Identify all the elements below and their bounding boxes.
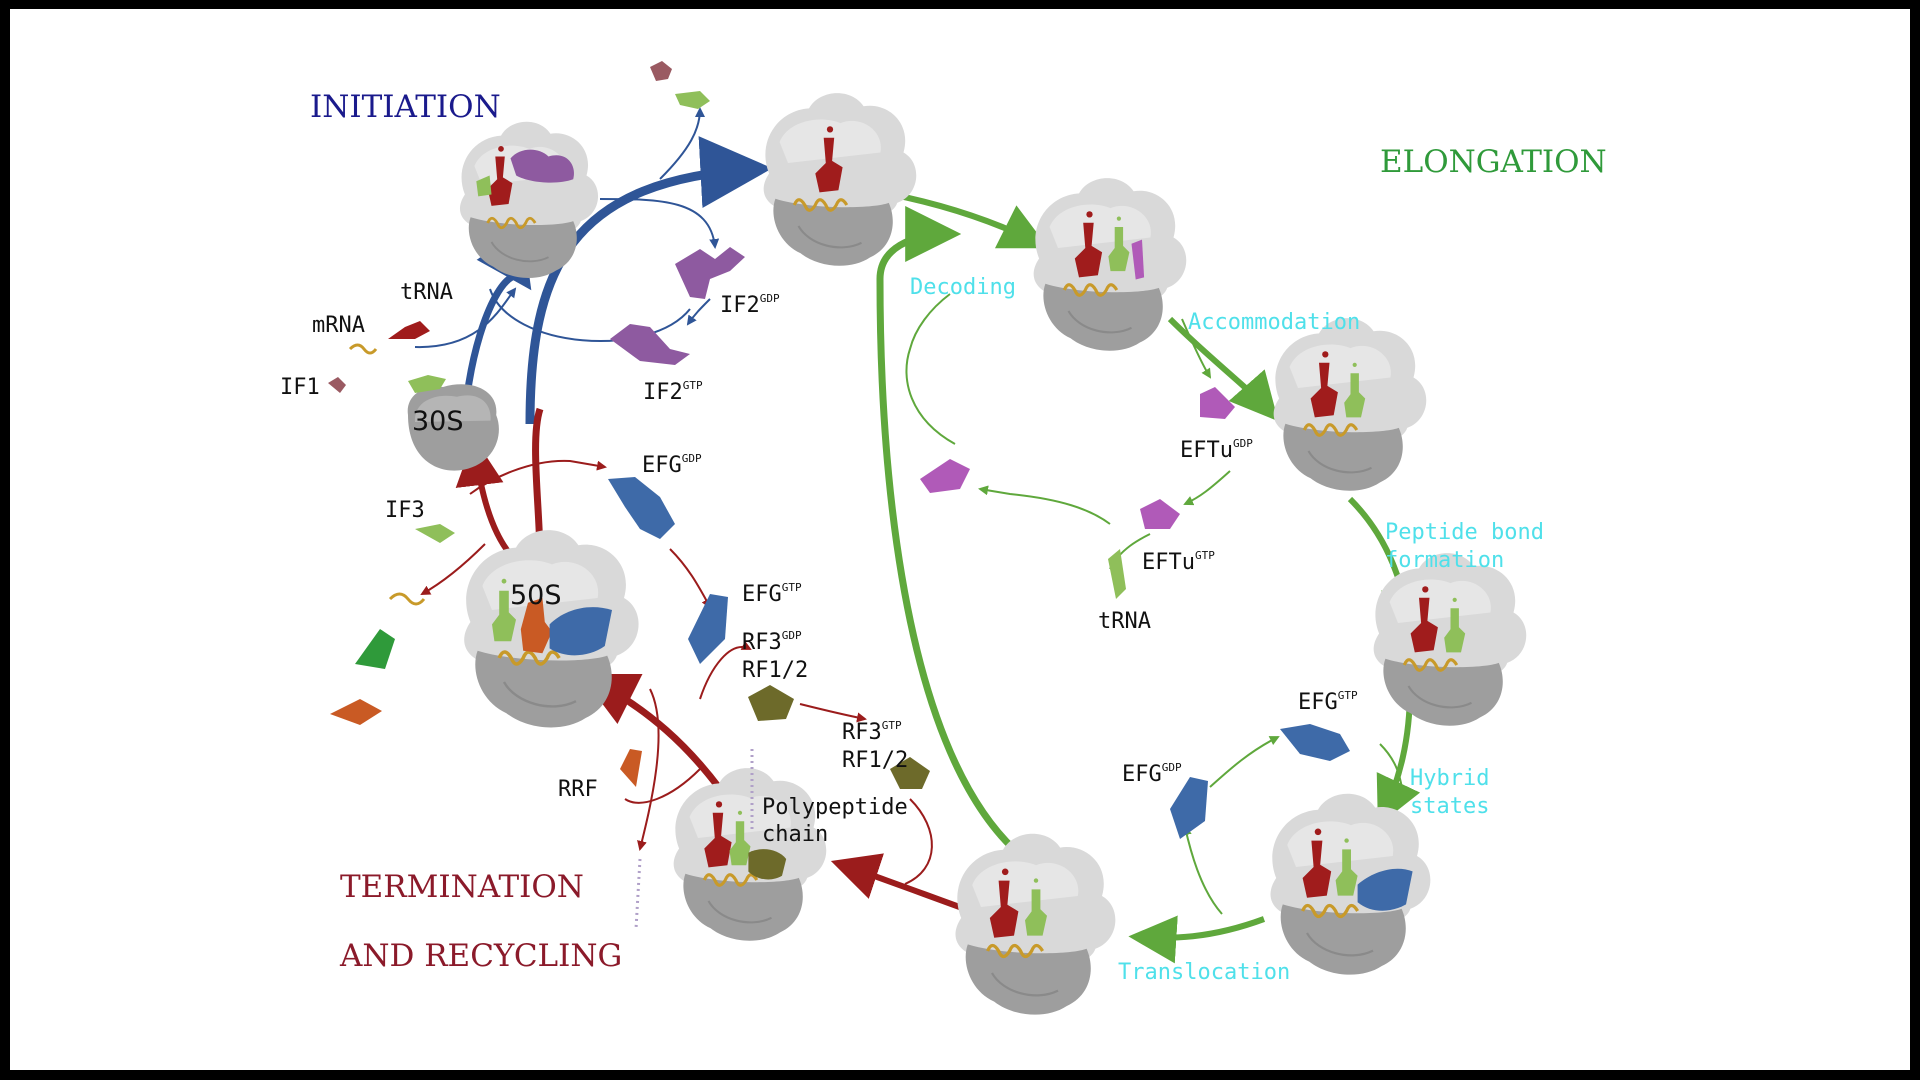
efg-gtp-left-icon: [688, 594, 728, 664]
label-if3: IF3: [385, 498, 425, 523]
ribosome-translocated: [953, 832, 1118, 1017]
step-peptide-bond-1: Peptide bond: [1385, 520, 1544, 545]
label-trna-elongation: tRNA: [1098, 609, 1151, 634]
if3-free-icon: [415, 524, 455, 543]
ribosome-accommodated: [1272, 316, 1428, 493]
rrf-icon: [620, 749, 642, 787]
if2-gtp-icon: [610, 324, 690, 365]
efg-gdp-right-icon: [1170, 777, 1208, 839]
translation-cycle-diagram: INITIATION ELONGATION TERMINATION AND RE…: [280, 61, 1607, 1017]
step-translocation: Translocation: [1118, 960, 1290, 985]
label-efg-gdp-right: EFGGDP: [1122, 761, 1182, 787]
stage-recycling-title: AND RECYCLING: [339, 938, 622, 974]
if2-gdp-icon: [675, 247, 745, 299]
rf3-gtp-icon: [890, 757, 930, 789]
subunit-50s-label: 50S: [510, 580, 562, 611]
diagram-canvas: INITIATION ELONGATION TERMINATION AND RE…: [10, 9, 1910, 1070]
label-polypeptide-1: Polypeptide: [762, 795, 908, 820]
factor-shapes: [328, 61, 1350, 930]
ribosome-decoding: [1032, 176, 1188, 353]
label-polypeptide-2: chain: [762, 822, 828, 847]
mrna-released-icon: [388, 592, 426, 606]
label-mrna: mRNA: [312, 313, 365, 338]
eftu-gtp-icon: [1140, 499, 1180, 529]
stage-elongation-title: ELONGATION: [1380, 144, 1607, 180]
label-if2-gtp: IF2GTP: [643, 379, 703, 405]
mrna-free-icon: [348, 343, 378, 355]
released-if1-icon: [650, 61, 672, 81]
label-rf3-gtp: RF3GTP: [842, 719, 902, 745]
ribosome-termination: [672, 766, 828, 943]
ribosome-peptide-bond: [1372, 551, 1528, 728]
ribosome-initiation-complex: [458, 120, 600, 280]
step-peptide-bond-2: formation: [1385, 548, 1504, 573]
ribosome-30s: [407, 384, 499, 471]
label-rf12-bottom: RF1/2: [842, 748, 908, 773]
label-if2-gdp: IF2GDP: [720, 292, 780, 318]
label-rf12-top: RF1/2: [742, 658, 808, 683]
polypeptide-dots-2: [634, 858, 642, 930]
label-efg-gtp-right: EFGGTP: [1298, 689, 1358, 715]
label-efg-gdp-left: EFGGDP: [642, 452, 702, 478]
trna-released-icon: [355, 629, 395, 669]
label-rf3-gdp: RF3GDP: [742, 629, 802, 655]
ribosome-50s: [462, 528, 641, 730]
stage-termination-title: TERMINATION: [340, 869, 584, 905]
efg-gtp-right-icon: [1280, 724, 1350, 761]
ribosome-elong-1: [762, 91, 918, 268]
step-hybrid-1: Hybrid: [1410, 766, 1489, 791]
if1-free-icon: [328, 377, 346, 393]
rf3-gdp-icon: [748, 685, 794, 721]
label-efg-gtp-left: EFGGTP: [742, 581, 802, 607]
if1-on-30s-icon: [408, 375, 446, 393]
step-decoding: Decoding: [910, 275, 1016, 300]
released-if3-icon: [675, 91, 710, 109]
label-eftu-gtp: EFTuGTP: [1142, 549, 1215, 575]
step-hybrid-2: states: [1410, 794, 1489, 819]
eftu-gdp-icon: [1200, 387, 1235, 419]
subunit-30s-label: 30S: [412, 406, 464, 437]
rrf-released-icon: [330, 699, 382, 725]
label-if1: IF1: [280, 375, 320, 400]
label-eftu-gdp: EFTuGDP: [1180, 437, 1253, 463]
label-rrf: RRF: [558, 777, 598, 802]
label-trna-initiation: tRNA: [400, 280, 453, 305]
trna-elong-free-icon: [1108, 549, 1126, 599]
trna-free-icon: [388, 321, 430, 339]
step-accommodation: Accommodation: [1188, 310, 1360, 335]
stage-initiation-title: INITIATION: [310, 89, 501, 125]
eftu-trna-complex-icon: [920, 459, 970, 493]
ribosome-hybrid-state: [1268, 792, 1433, 977]
efg-gdp-top-icon: [608, 477, 675, 539]
